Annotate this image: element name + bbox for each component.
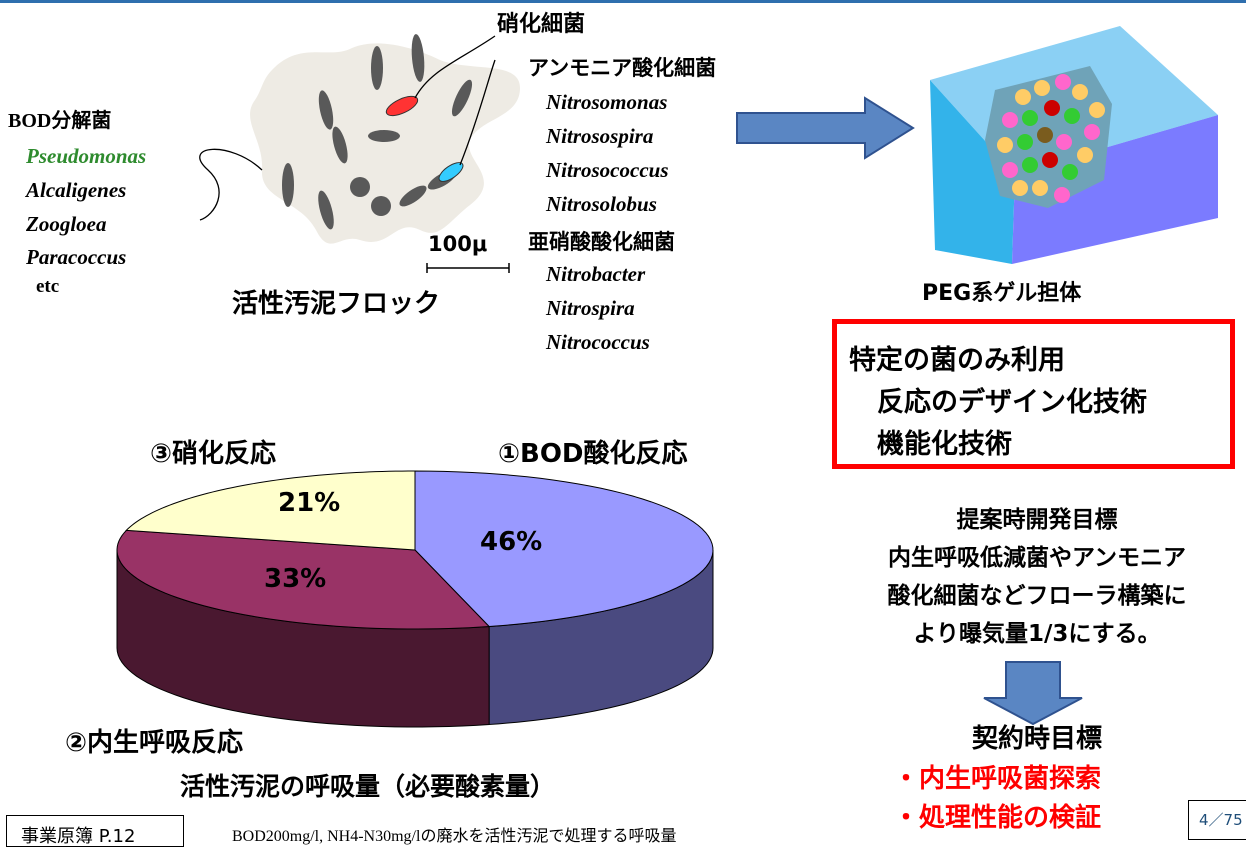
bod-genus: Alcaligenes (26, 178, 127, 202)
source-label: 事業原簿 P.12 (21, 826, 136, 847)
bod-genus: Zoogloea (26, 212, 107, 236)
ammonia-oxidizer-title: アンモニア酸化細菌 (528, 56, 717, 80)
ammonia-genus: Nitrosospira (546, 124, 654, 148)
proposal-line: 内生呼吸低減菌やアンモニア (887, 545, 1187, 571)
goal-line: 機能化技術 (877, 429, 1012, 460)
goal-box: 特定の菌のみ利用 反応のデザイン化技術 機能化技術 (832, 319, 1235, 469)
proposal-line: より曝気量1/3にする。 (913, 621, 1161, 647)
gel-microbes (997, 74, 1105, 203)
gel-cube (930, 26, 1218, 264)
nitrite-genus: Nitrococcus (546, 330, 650, 354)
bod-pointer (199, 148, 263, 221)
page-number-box: 4／75 (1188, 800, 1246, 840)
pie-value-endogenous: 33% (264, 564, 327, 594)
ammonia-genus: Nitrosomonas (546, 90, 668, 114)
goal-line: 反応のデザイン化技術 (877, 387, 1147, 418)
nitrifier-pointer-2 (459, 59, 496, 166)
nitrite-genus: Nitrobacter (546, 262, 646, 286)
nitrifier-title: 硝化細菌 (497, 12, 586, 37)
proposal-title: 提案時開発目標 (956, 507, 1118, 533)
footer-note: BOD200mg/l, NH4-N30mg/lの廃水を活性汚泥で処理する呼吸量 (232, 828, 677, 845)
pie-chart (116, 470, 714, 728)
nitrifier-cyan (438, 162, 464, 182)
bod-genus-highlight: Pseudomonas (26, 144, 147, 168)
ammonia-genus: Nitrosolobus (546, 192, 657, 216)
pie-label-bod: ①BOD酸化反応 (498, 439, 688, 469)
down-arrow (983, 661, 1083, 726)
gel-label: PEG系ゲル担体 (922, 281, 1082, 306)
scale-bar (426, 263, 510, 273)
pie-label-nitrification: ③硝化反応 (150, 439, 277, 469)
nitrifier-red (385, 95, 419, 117)
contract-item: ・内生呼吸菌探索 (893, 764, 1102, 794)
bod-genus: Paracoccus (26, 245, 127, 269)
proposal-line: 酸化細菌などフローラ構築に (887, 583, 1187, 609)
contract-title: 契約時目標 (971, 724, 1102, 754)
source-box: 事業原簿 P.12 (6, 815, 184, 847)
nitrite-genus: Nitrospira (546, 296, 635, 320)
page-number: 4／75 (1199, 811, 1243, 829)
bod-bacteria-title: BOD分解菌 (8, 110, 112, 132)
pie-slice (414, 470, 714, 628)
nitrite-oxidizer-title: 亜硝酸酸化細菌 (528, 230, 675, 254)
right-arrow (736, 96, 915, 160)
ammonia-genus: Nitrosococcus (546, 158, 669, 182)
coccus-bacteria (350, 177, 391, 216)
floc-label: 活性汚泥フロック (232, 289, 441, 319)
pie-slice (116, 529, 491, 630)
bod-genus-etc: etc (36, 276, 60, 297)
pie-value-bod: 46% (480, 527, 543, 557)
floc-blob (250, 43, 520, 244)
scale-label: 100μ (428, 232, 488, 256)
pie-slice (125, 470, 416, 551)
pie-value-nitrification: 21% (278, 488, 341, 518)
nitrifier-pointer-1 (414, 35, 496, 99)
pie-label-endogenous: ②内生呼吸反応 (65, 728, 244, 758)
top-rule (0, 0, 1246, 3)
pie-caption: 活性汚泥の呼吸量（必要酸素量） (180, 772, 556, 801)
goal-line: 特定の菌のみ利用 (849, 345, 1065, 376)
contract-item: ・処理性能の検証 (893, 803, 1102, 833)
